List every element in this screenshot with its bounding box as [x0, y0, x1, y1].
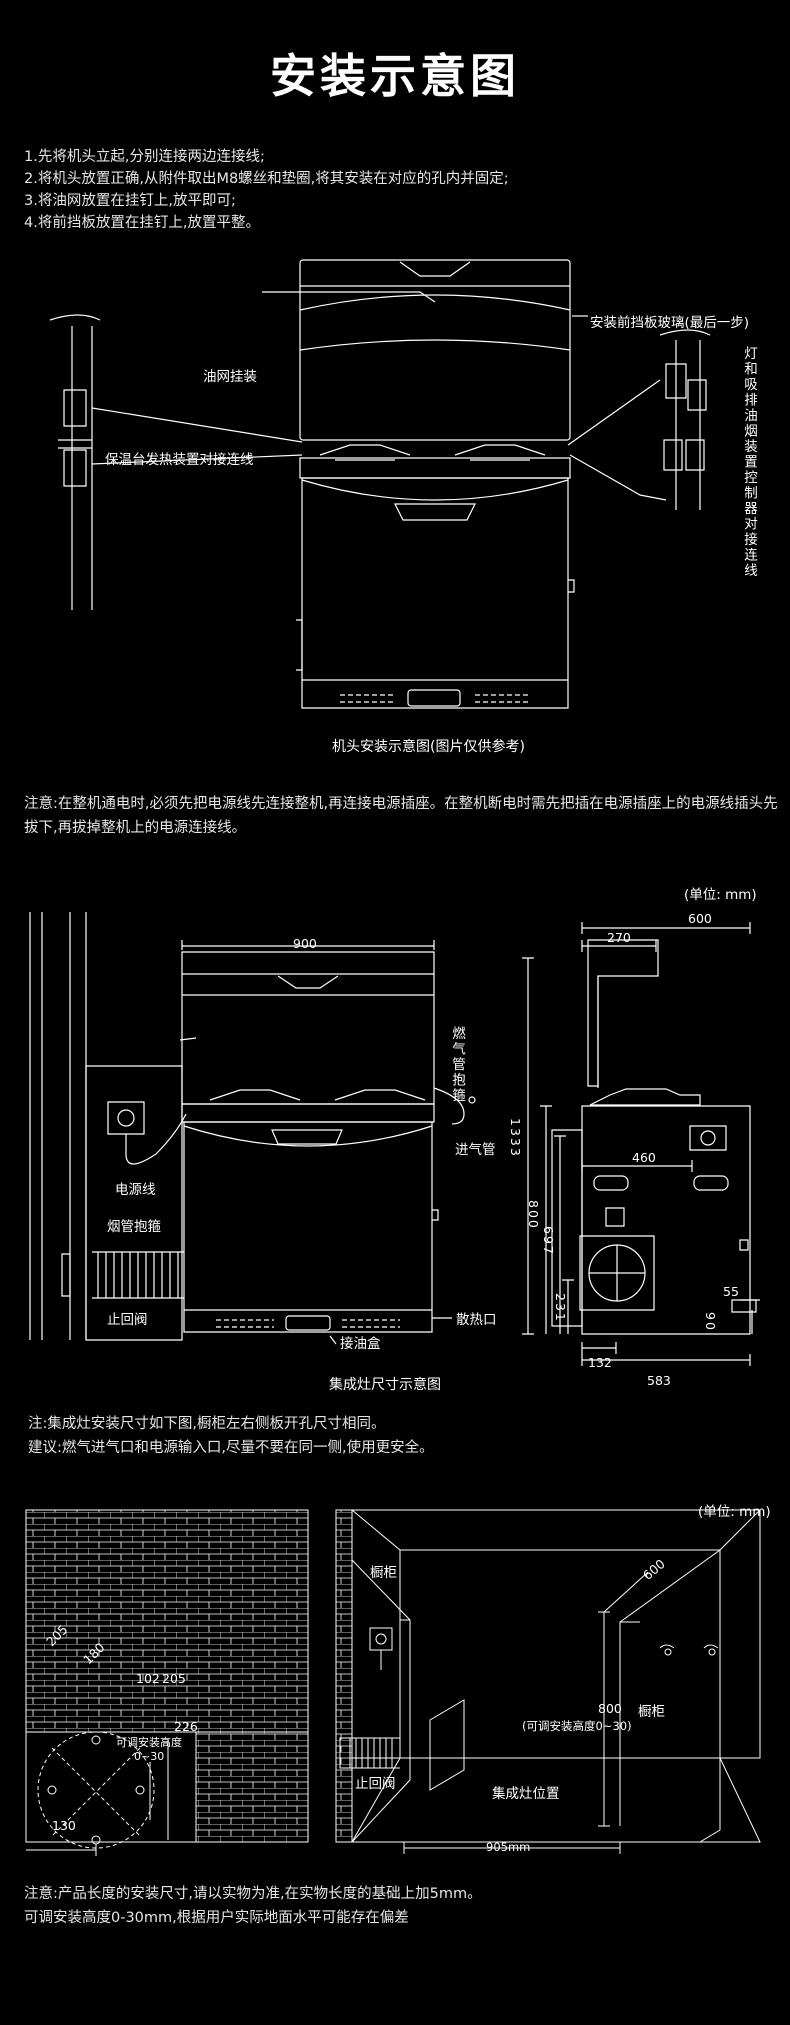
dim-231: 231 — [553, 1293, 568, 1323]
label-stove-position: 集成灶位置 — [492, 1786, 560, 1802]
dim-600: 600 — [688, 911, 712, 926]
label-adj-range: 0~30 — [134, 1750, 165, 1763]
label-check-valve: 止回阀 — [107, 1312, 148, 1328]
install-note-line-2: 建议:燃气进气口和电源输入口,尽量不要在同一侧,使用更安全。 — [28, 1440, 434, 1456]
diagram1-caption: 机头安装示意图(图片仅供参考) — [332, 739, 525, 755]
dim-800-cabinet: 800 — [598, 1701, 622, 1716]
length-note-line-2: 可调安装高度0-30mm,根据用户实际地面水平可能存在偏差 — [24, 1910, 409, 1926]
dim-270: 270 — [607, 930, 631, 945]
dim-1333: 1333 — [508, 1118, 523, 1158]
page-title: 安装示意图 — [270, 49, 520, 103]
step-4: 4.将前挡板放置在挂钉上,放置平整。 — [24, 215, 260, 231]
dim-583: 583 — [647, 1373, 671, 1388]
label-cabinet-right: 橱柜 — [638, 1704, 665, 1720]
diagram2-caption: 集成灶尺寸示意图 — [329, 1377, 441, 1393]
label-gas-inlet: 进气管 — [455, 1142, 496, 1158]
dim-55: 55 — [723, 1284, 739, 1299]
label-front-glass: 安装前挡板玻璃(最后一步) — [590, 315, 750, 331]
dim-132: 132 — [588, 1355, 612, 1370]
install-note-line-1: 注:集成灶安装尺寸如下图,橱柜左右侧板开孔尺寸相同。 — [28, 1416, 386, 1432]
dim-130: 130 — [52, 1818, 76, 1833]
dim-90: 90 — [703, 1312, 718, 1332]
label-adj-height-long: (可调安装高度0~30) — [522, 1719, 632, 1733]
step-1: 1.先将机头立起,分别连接两边连接线; — [24, 149, 265, 165]
cabinet-diagram — [0, 1500, 790, 1870]
label-oil-net-hanger: 油网挂装 — [203, 369, 257, 385]
dim-697: 697 — [541, 1226, 556, 1256]
power-note: 注意:在整机通电时,必须先把电源线先连接整机,再连接电源插座。在整机断电时需先把… — [24, 796, 778, 836]
step-3: 3.将油网放置在挂钉上,放平即可; — [24, 193, 236, 209]
diagram2-unit: (单位: mm) — [684, 887, 757, 903]
head-install-diagram — [0, 250, 790, 750]
label-insulation-connect: 保温台发热装置对接连线 — [105, 452, 254, 468]
label-gas-clamp: 燃气管抱箍 — [449, 1026, 465, 1104]
label-pipe-clamp: 烟管抱箍 — [107, 1219, 161, 1235]
label-light-controller: 灯和吸排油烟装置控制器对接连线 — [741, 346, 757, 579]
dim-900: 900 — [293, 936, 317, 951]
length-note: 注意:产品长度的安装尺寸,请以实物为准,在实物长度的基础上加5mm。 可调安装高… — [24, 1882, 482, 1930]
dim-905: 905mm — [486, 1840, 531, 1854]
stove-dimension-diagram — [0, 900, 790, 1400]
label-oil-box: 接油盒 — [340, 1336, 381, 1352]
install-note: 注:集成灶安装尺寸如下图,橱柜左右侧板开孔尺寸相同。 建议:燃气进气口和电源输入… — [28, 1412, 434, 1460]
length-note-line-1: 注意:产品长度的安装尺寸,请以实物为准,在实物长度的基础上加5mm。 — [24, 1886, 482, 1902]
dim-800: 800 — [526, 1200, 541, 1230]
install-steps: 1.先将机头立起,分别连接两边连接线; 2.将机头放置正确,从附件取出M8螺丝和… — [24, 146, 509, 234]
dim-226: 226 — [174, 1719, 198, 1734]
dim-205b: 205 — [162, 1671, 186, 1686]
dim-102: 102 — [136, 1671, 160, 1686]
label-power-cord: 电源线 — [115, 1182, 156, 1198]
label-adj-height: 可调安装高度 — [116, 1736, 182, 1749]
step-2: 2.将机头放置正确,从附件取出M8螺丝和垫圈,将其安装在对应的孔内并固定; — [24, 171, 509, 187]
diagram3-unit: (单位: mm) — [698, 1504, 771, 1520]
label-vent: 散热口 — [456, 1312, 497, 1328]
label-check-valve-cabinet: 止回阀 — [355, 1776, 396, 1792]
label-cabinet-left: 橱柜 — [370, 1565, 397, 1581]
dim-460: 460 — [632, 1150, 656, 1165]
